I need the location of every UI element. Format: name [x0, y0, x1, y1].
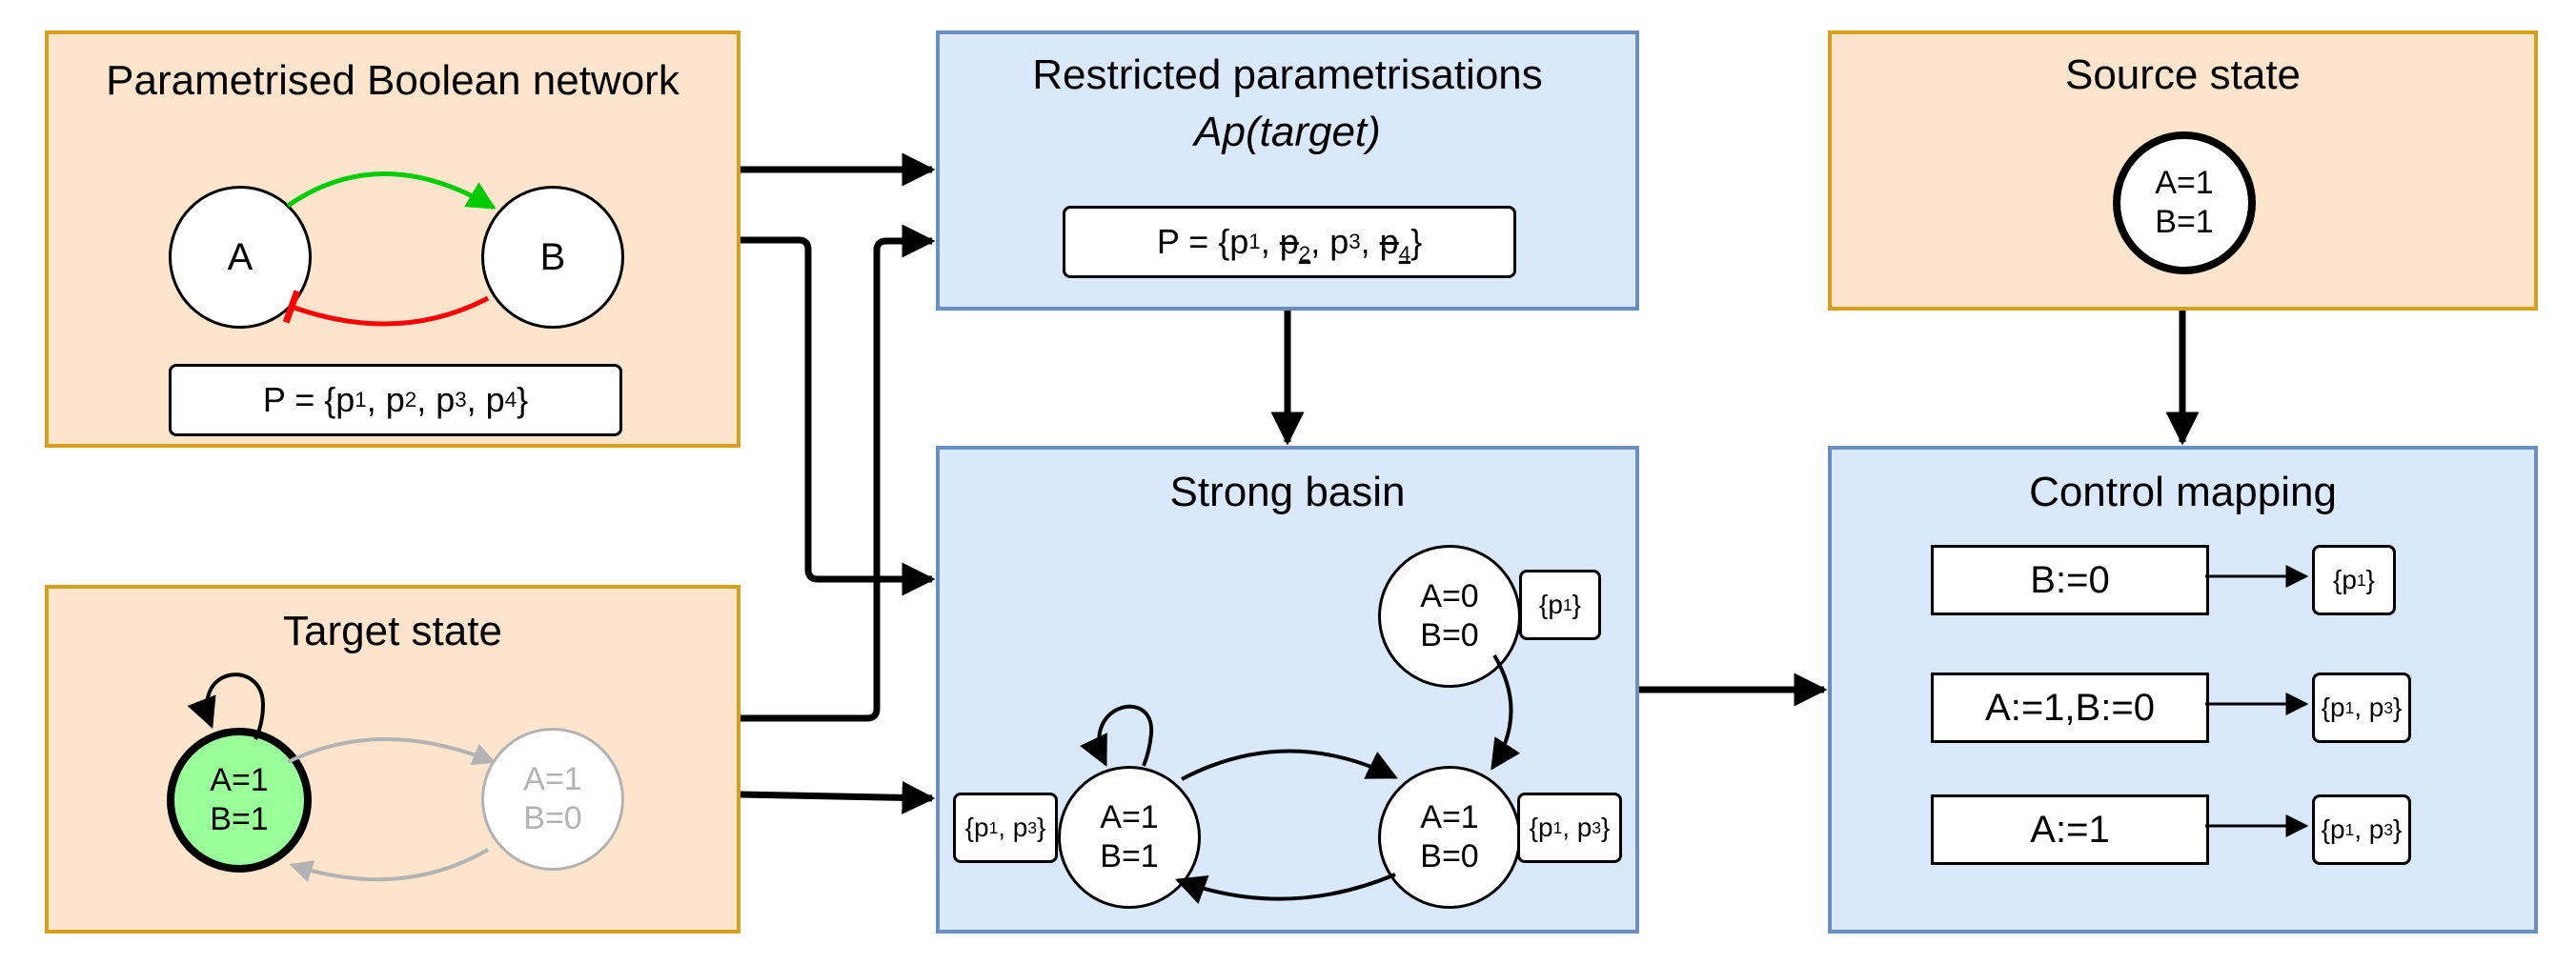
node-a-value: A=0: [1420, 577, 1479, 614]
param-p3: p: [436, 380, 456, 419]
node-a-value: A=1: [2155, 164, 2214, 201]
node-a-value: A=1: [1100, 798, 1159, 835]
node-a-value: A=1: [210, 761, 269, 798]
param-p2: p: [385, 380, 405, 419]
panel-title: Target state: [283, 608, 502, 654]
control-row-1-label[interactable]: B:=0: [1931, 545, 2209, 615]
control-row-3-label[interactable]: A:=1: [1931, 794, 2209, 865]
node-b-value: B=1: [1100, 838, 1159, 874]
node-a[interactable]: A: [169, 186, 312, 329]
param-suffix: }: [517, 380, 529, 419]
arrow-target-to-restricted: [740, 224, 936, 722]
param-prefix: P = {: [262, 380, 336, 419]
arrow-pbn-to-basin: [740, 236, 936, 596]
param-p4: p: [485, 380, 505, 419]
param-suffix: }: [1410, 222, 1423, 261]
node-a-value: A=1: [1420, 798, 1479, 835]
arrow-target-to-basin: [740, 780, 936, 814]
param-p3: p: [1329, 222, 1349, 261]
panel-subtitle: Ap(target): [1194, 109, 1381, 155]
basin-node-a0-b0[interactable]: A=0 B=0: [1378, 545, 1521, 688]
node-b[interactable]: B: [481, 186, 624, 329]
panel-title: Control mapping: [2029, 469, 2337, 515]
basin-node-a1-b0[interactable]: A=1 B=0: [1378, 766, 1521, 909]
panel-title: Parametrised Boolean network: [106, 57, 679, 104]
node-b-value: B=0: [523, 800, 582, 836]
panel-restricted-parametrisations: Restricted parametrisations Ap(target) P…: [936, 30, 1639, 311]
node-b-value: B=1: [2155, 204, 2214, 240]
node-b-value: B=1: [210, 801, 269, 837]
param-p2-removed: p2: [1279, 222, 1311, 266]
node-label: B: [539, 235, 566, 278]
panel-title: Strong basin: [1169, 469, 1406, 515]
target-state-node[interactable]: A=1 B=1: [167, 728, 312, 873]
param-p4-removed: p4: [1379, 222, 1411, 266]
node-label: A: [227, 235, 254, 278]
param-p1: p: [1229, 222, 1249, 261]
node-a-value: A=1: [523, 760, 582, 797]
panel-title: Source state: [2064, 51, 2302, 98]
panel-target-state: Target state A=1 B=1 A=1 B=0: [45, 585, 740, 934]
panel-title: Restricted parametrisations: [1032, 51, 1543, 98]
node-b-value: B=0: [1420, 838, 1479, 874]
node-b-value: B=0: [1420, 617, 1479, 653]
param-prefix: P = {: [1156, 222, 1230, 261]
control-row-2-label[interactable]: A:=1,B:=0: [1931, 673, 2209, 743]
panel-source-state: Source state A=1 B=1: [1828, 30, 2538, 311]
basin-node-a1-b1[interactable]: A=1 B=1: [1058, 766, 1201, 909]
param-p1: p: [335, 380, 355, 419]
source-state-node[interactable]: A=1 B=1: [2113, 131, 2256, 274]
non-target-state-node[interactable]: A=1 B=0: [481, 728, 624, 871]
